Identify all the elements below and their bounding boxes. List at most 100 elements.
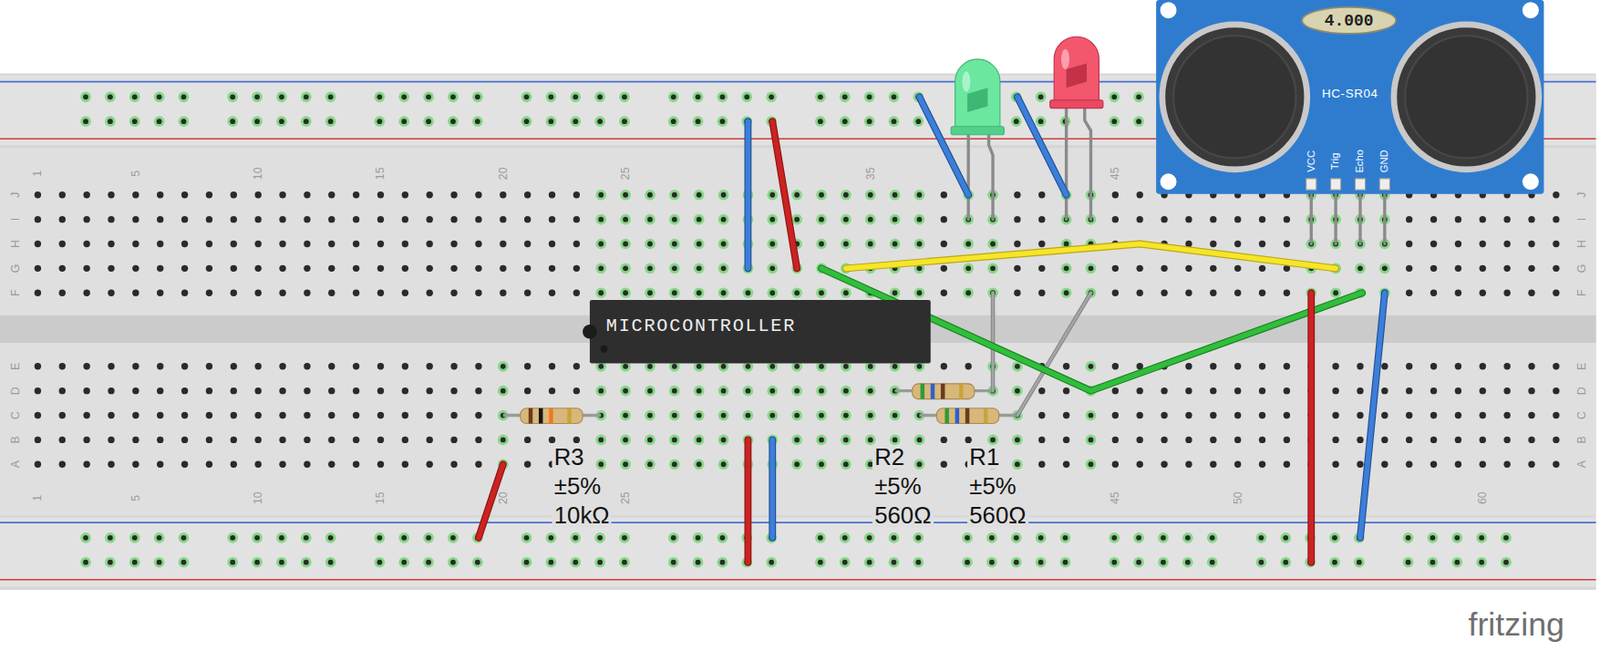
hole-dot — [132, 265, 139, 272]
hole-dot — [1185, 412, 1192, 419]
breadboard-hole — [595, 385, 607, 397]
hole-highlight — [962, 263, 974, 275]
breadboard-hole — [1209, 461, 1217, 468]
hole-highlight — [619, 532, 630, 544]
hole-dot — [671, 363, 678, 370]
breadboard-hole — [34, 289, 42, 297]
hole-highlight — [962, 238, 974, 250]
hole-dot — [132, 559, 138, 566]
hole-dot — [1405, 265, 1413, 272]
hole-dot — [401, 118, 407, 124]
breadboard-hole — [1112, 387, 1119, 394]
breadboard-hole — [1038, 216, 1045, 223]
breadboard-hole — [669, 189, 681, 201]
breadboard-hole — [132, 387, 139, 394]
hole-dot — [229, 118, 236, 124]
breadboard-hole — [474, 240, 482, 248]
hole-dot — [721, 461, 727, 467]
hole-dot — [647, 461, 653, 467]
breadboard-hole — [423, 557, 434, 568]
breadboard-hole — [1013, 265, 1021, 272]
hole-dot — [573, 362, 580, 370]
hole-dot — [1160, 436, 1167, 444]
breadboard-hole — [1038, 412, 1045, 419]
hole-dot — [1234, 387, 1241, 394]
breadboard-hole — [1108, 557, 1120, 568]
hole-highlight — [914, 458, 926, 470]
breadboard-hole — [181, 362, 188, 370]
breadboard-hole — [426, 461, 434, 468]
breadboard-hole — [107, 412, 114, 419]
breadboard-hole — [1160, 387, 1167, 394]
hole-dot — [230, 191, 238, 198]
hole-dot — [1283, 240, 1291, 248]
breadboard-hole — [107, 461, 114, 468]
breadboard-hole — [181, 265, 188, 272]
hole-dot — [1234, 436, 1241, 444]
hole-dot — [474, 412, 482, 419]
hole-dot — [450, 240, 457, 248]
hole-highlight — [569, 92, 581, 104]
breadboard-hole — [156, 461, 164, 468]
breadboard-hole — [1455, 412, 1462, 419]
breadboard-hole — [839, 532, 851, 544]
hole-dot — [572, 118, 579, 124]
breadboard-hole — [129, 115, 141, 127]
hole-dot — [647, 436, 653, 443]
hole-dot — [794, 192, 800, 198]
hole-highlight — [889, 238, 901, 250]
breadboard-body — [0, 73, 1597, 590]
hole-dot — [426, 461, 434, 468]
hole-highlight — [692, 532, 704, 544]
hole-highlight — [325, 92, 337, 104]
hole-dot — [867, 216, 874, 223]
hole-dot — [1430, 289, 1437, 297]
breadboard-hole — [1455, 265, 1462, 272]
breadboard-hole — [1011, 557, 1022, 568]
breadboard-hole — [864, 92, 876, 104]
hole-dot — [548, 289, 556, 297]
breadboard-hole — [521, 92, 533, 104]
hole-dot — [1503, 240, 1510, 248]
breadboard-hole — [1209, 412, 1217, 419]
hole-dot — [917, 289, 923, 296]
hole-dot — [622, 388, 629, 394]
hole-dot — [1160, 559, 1167, 566]
hole-dot — [671, 436, 678, 443]
hole-dot — [254, 535, 260, 541]
hole-highlight — [1011, 532, 1022, 544]
breadboard-hole — [864, 557, 876, 568]
hole-dot — [181, 461, 188, 468]
hole-dot — [1356, 362, 1363, 370]
breadboard-hole — [474, 191, 482, 198]
hole-highlight — [154, 92, 166, 104]
breadboard-hole — [472, 557, 484, 568]
breadboard-hole — [254, 240, 261, 248]
hole-highlight — [1085, 361, 1097, 372]
hole-dot — [1381, 362, 1388, 370]
hole-dot — [1283, 362, 1291, 370]
hole-highlight — [178, 92, 190, 104]
hole-dot — [1135, 118, 1142, 124]
hole-dot — [597, 535, 603, 541]
breadboard-hole — [206, 265, 213, 272]
breadboard-hole — [328, 436, 335, 444]
breadboard-hole — [1182, 557, 1194, 568]
breadboard-hole — [278, 461, 286, 468]
breadboard-hole — [692, 532, 704, 544]
breadboard-hole — [303, 191, 310, 198]
breadboard-hole — [1182, 532, 1194, 544]
hole-dot — [181, 240, 188, 248]
hole-dot — [82, 559, 89, 566]
breadboard-hole — [472, 115, 484, 127]
hole-dot — [917, 192, 923, 198]
hole-dot — [892, 412, 899, 419]
breadboard-hole — [791, 410, 803, 422]
breadboard-hole — [1133, 532, 1145, 544]
breadboard-hole — [377, 216, 384, 223]
hole-highlight — [840, 214, 852, 226]
hole-dot — [1455, 436, 1462, 444]
breadboard-hole — [1430, 362, 1437, 370]
breadboard-hole — [104, 115, 116, 127]
breadboard-hole — [254, 191, 261, 198]
